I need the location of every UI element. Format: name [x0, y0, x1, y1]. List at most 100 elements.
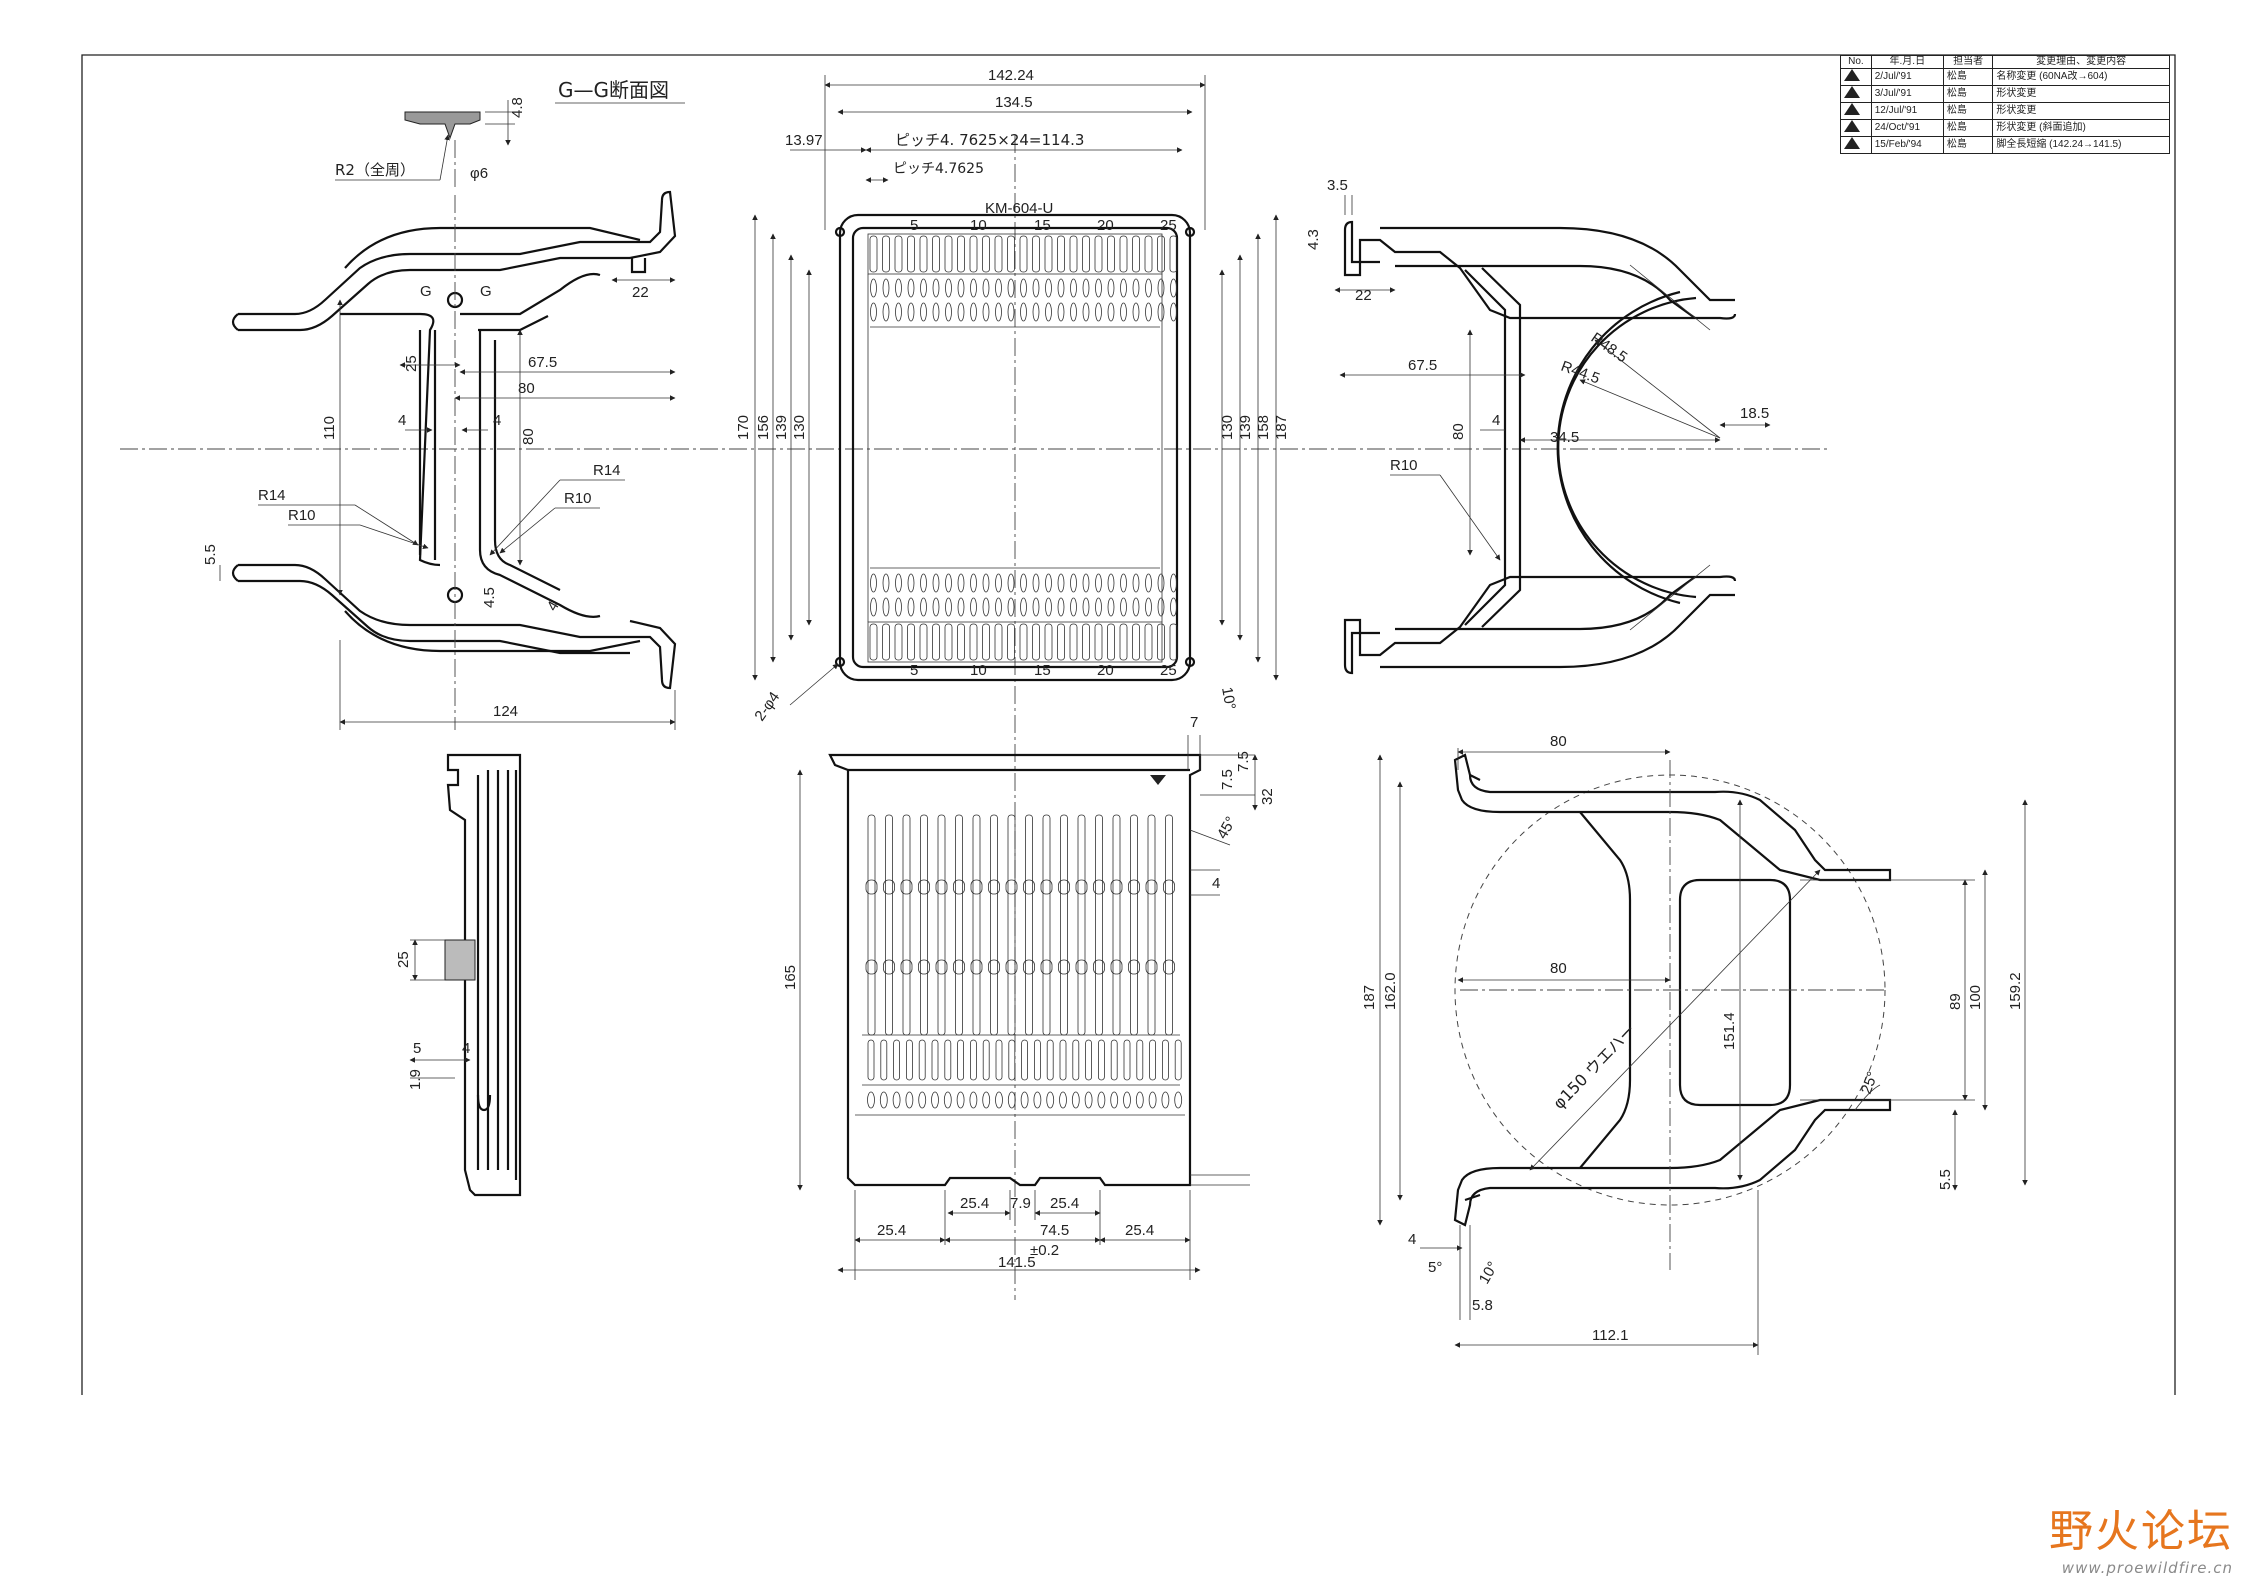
slot-oval — [907, 278, 915, 298]
front-dim-25-4d: 25.4 — [1125, 1222, 1154, 1239]
rev-header-person: 担当者 — [1942, 55, 1994, 69]
wafer-slot — [1032, 623, 1040, 661]
wafer-slot — [1107, 623, 1115, 661]
wafer-slot — [1119, 235, 1128, 273]
front-dim-32: 32 — [1259, 788, 1276, 805]
wafer-slot — [1107, 235, 1115, 273]
lower-hole — [1059, 1091, 1067, 1109]
top-dim-134-5: 134.5 — [995, 94, 1033, 111]
slot-oval — [870, 597, 877, 617]
wafer-slot — [1144, 235, 1153, 273]
left-dim-4b: 4 — [493, 412, 501, 429]
rev-date: 15/Feb/'94 — [1870, 136, 1944, 154]
top-pitch-total: ピッチ4. 7625×24=114.3 — [895, 131, 1084, 149]
slot-oval — [1070, 597, 1077, 617]
wafer-slot — [957, 235, 965, 273]
finger-node — [1128, 879, 1140, 895]
revision-row: 15/Feb/'94 松島 脚全長短縮 (142.24→141.5) — [1840, 136, 2170, 154]
revision-triangle-icon — [1844, 137, 1860, 149]
finger-node — [1145, 879, 1158, 895]
watermark-url: www.proewildfire.cn — [2061, 1559, 2233, 1577]
watermark-title: 野火论坛 — [2049, 1506, 2233, 1557]
wafer-dim-100: 100 — [1967, 985, 1984, 1010]
rev-reason: 形状変更 — [1992, 85, 2170, 103]
lower-hole — [1020, 1091, 1029, 1109]
finger-node — [883, 879, 895, 895]
slot-oval — [1057, 573, 1065, 593]
slot-oval — [1057, 278, 1065, 298]
slot-oval — [945, 597, 952, 617]
slot-oval — [1145, 597, 1152, 617]
lower-hole — [995, 1091, 1003, 1109]
rev-person: 松島 — [1942, 102, 1994, 120]
slot-oval — [1057, 302, 1065, 322]
top-slot-num-10-upper: 10 — [970, 217, 987, 234]
slot-oval — [932, 302, 940, 322]
left-dim-5-5: 5.5 — [202, 544, 219, 565]
finger-node — [1023, 879, 1035, 895]
lower-hole — [1123, 1091, 1131, 1109]
lower-hole — [879, 1091, 888, 1109]
finger-node — [865, 959, 878, 975]
forum-watermark: 野火论坛 www.proewildfire.cn — [2049, 1495, 2233, 1577]
finger-node — [883, 959, 895, 975]
slot-oval — [995, 302, 1002, 322]
rev-header-no: No. — [1840, 55, 1872, 69]
slot-oval — [870, 573, 877, 593]
rev-date: 2/Jul/'91 — [1870, 68, 1944, 86]
finger-node — [1110, 959, 1123, 975]
finger-node — [953, 959, 965, 975]
lower-hole — [918, 1091, 927, 1109]
right-dim-34-5: 34.5 — [1550, 429, 1579, 446]
lower-slot — [1085, 1039, 1092, 1081]
wafer-slot — [994, 623, 1003, 661]
support-finger — [1025, 814, 1033, 1036]
wafer-angle-5: 5° — [1428, 1259, 1442, 1276]
section-gg-height: 4.8 — [509, 97, 526, 118]
slot-oval — [920, 597, 927, 617]
wafer-dim-89: 89 — [1947, 993, 1964, 1010]
slot-oval — [1095, 278, 1102, 298]
top-slot-num-10-lower: 10 — [970, 662, 987, 679]
wafer-slot — [982, 623, 990, 661]
side-dim-25: 25 — [395, 951, 412, 968]
lower-hole — [905, 1091, 914, 1109]
wafer-slot — [1069, 623, 1078, 661]
slot-oval — [1032, 278, 1040, 298]
wafer-angle-25: 25° — [1858, 1069, 1882, 1096]
slot-oval — [1032, 302, 1040, 322]
wafer-dim-80a: 80 — [1550, 733, 1567, 750]
support-finger — [867, 814, 876, 1036]
lower-slot — [1008, 1039, 1016, 1081]
slot-oval — [982, 597, 990, 617]
slot-oval — [1070, 573, 1077, 593]
top-dim-139-right: 139 — [1237, 415, 1254, 440]
rev-date: 3/Jul/'91 — [1870, 85, 1944, 103]
lower-slot — [1123, 1039, 1131, 1081]
support-finger — [885, 814, 893, 1036]
slot-oval — [1170, 278, 1177, 298]
rev-header-date: 年.月.日 — [1870, 55, 1944, 69]
slot-oval — [1145, 278, 1152, 298]
slot-oval — [1082, 278, 1090, 298]
wafer-slot — [882, 235, 890, 273]
slot-oval — [945, 302, 952, 322]
slot-oval — [920, 278, 927, 298]
finger-node — [935, 879, 948, 895]
slot-oval — [870, 278, 877, 298]
wafer-slot — [1007, 623, 1015, 661]
left-dim-110: 110 — [321, 416, 338, 440]
finger-node — [988, 879, 1000, 895]
slot-oval — [882, 302, 890, 322]
right-dim-4: 4 — [1492, 412, 1500, 429]
top-dim-130-left: 130 — [791, 415, 808, 440]
front-view: 7 7.5 7.5 32 45° 4 165 25.4 7.9 25.4 25.… — [782, 714, 1276, 1280]
slot-oval — [1095, 597, 1102, 617]
slot-oval — [982, 278, 990, 298]
slot-oval — [1057, 597, 1065, 617]
top-dim-158: 158 — [1255, 415, 1272, 440]
slot-oval — [1107, 302, 1115, 322]
lower-slot — [970, 1039, 977, 1081]
finger-node — [1058, 959, 1070, 975]
